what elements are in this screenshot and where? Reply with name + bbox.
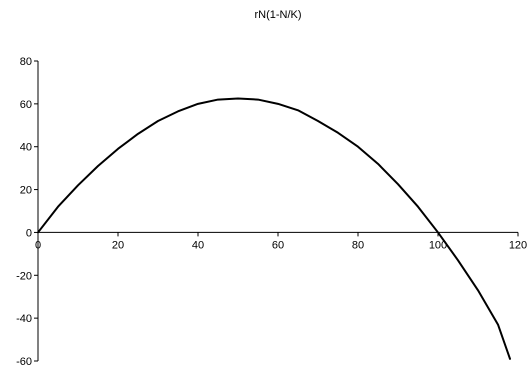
axes xyxy=(37,61,518,361)
y-tick-label: 20 xyxy=(20,185,32,197)
x-tick-label: 120 xyxy=(509,239,527,251)
series-line xyxy=(37,97,511,360)
y-tick-label: 0 xyxy=(26,227,32,239)
x-tick-label: 100 xyxy=(429,239,447,251)
x-tick-label: 40 xyxy=(192,239,204,251)
x-tick-label: 20 xyxy=(112,239,124,251)
tick-marks xyxy=(34,60,519,362)
y-tick-label: 40 xyxy=(20,142,32,154)
y-tick-label: 80 xyxy=(20,56,32,68)
x-tick-label: 0 xyxy=(35,239,41,251)
y-tick-label: 60 xyxy=(20,99,32,111)
series-group xyxy=(37,97,511,360)
tick-labels: 80 60 40 20 0 -20 -40 -60 0 20 40 60 80 100 120 xyxy=(16,56,527,367)
y-tick-label: -20 xyxy=(16,270,32,282)
y-tick-label: -40 xyxy=(16,313,32,325)
x-tick-label: 80 xyxy=(352,239,364,251)
x-tick-label: 60 xyxy=(272,239,284,251)
chart-title: rN(1-N/K) xyxy=(254,9,301,21)
y-tick-label: -60 xyxy=(16,356,32,367)
